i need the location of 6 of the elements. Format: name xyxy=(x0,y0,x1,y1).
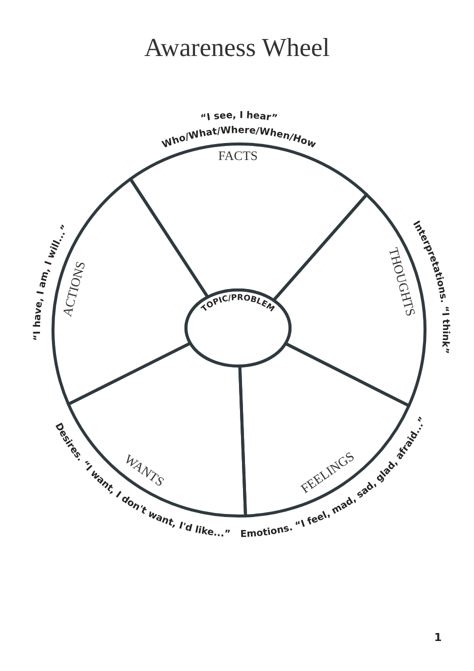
title: Awareness Wheel xyxy=(144,33,330,62)
segment-label: ACTIONS xyxy=(59,260,88,318)
curved-caption: “I see, I hear” xyxy=(200,110,278,124)
segment-label: FACTS xyxy=(218,148,258,163)
center-ellipse xyxy=(184,288,292,368)
page-number: 1 xyxy=(434,631,442,644)
